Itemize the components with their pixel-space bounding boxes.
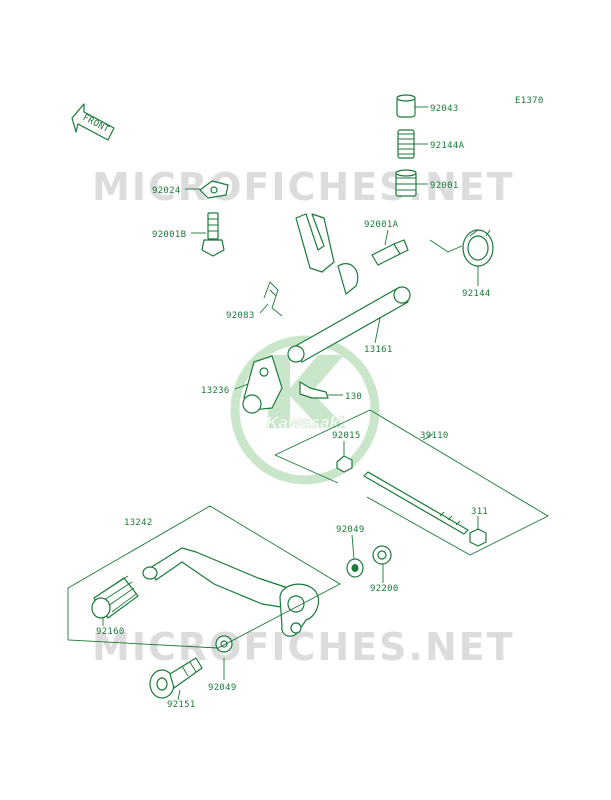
part-label-92043: 92043 [430, 104, 459, 114]
part-92083-clip [263, 281, 283, 317]
part-92200-washer [372, 545, 392, 565]
part-label-92024: 92024 [152, 186, 181, 196]
part-label-311: 311 [471, 507, 488, 517]
part-311-nut [469, 528, 487, 547]
front-arrow-icon: FRONT [71, 103, 115, 141]
part-92049-washer-upper [346, 558, 364, 578]
part-label-13161: 13161 [364, 345, 393, 355]
part-92151-bolt [149, 657, 203, 699]
part-label-92200: 92200 [370, 584, 399, 594]
bracket-lines [67, 409, 549, 649]
part-label-92001B: 92001B [152, 230, 186, 240]
part-label-130: 130 [345, 392, 362, 402]
part-label-92001: 92001 [430, 181, 459, 191]
leader-lines [102, 106, 479, 701]
diagram-code: E1370 [515, 96, 544, 106]
part-92024-washer [199, 180, 229, 199]
part-13161-shaft [287, 213, 411, 363]
part-label-39110: 39110 [420, 431, 449, 441]
part-label-92083: 92083 [226, 311, 255, 321]
watermark-bottom: MICROFICHES.NET [92, 625, 515, 669]
part-13236-lever [242, 355, 283, 414]
part-92144A-spring [397, 129, 415, 159]
part-label-92049-lower: 92049 [208, 683, 237, 693]
part-label-13236: 13236 [201, 386, 230, 396]
part-92015-nut [336, 455, 353, 473]
part-92043-cap [396, 94, 416, 118]
part-label-92144: 92144 [462, 289, 491, 299]
part-92160-rubber [91, 575, 139, 619]
part-92001B-bolt [201, 212, 225, 257]
part-label-92049-upper: 92049 [336, 525, 365, 535]
part-92001A-stud [371, 239, 409, 266]
part-label-92144A: 92144A [430, 141, 465, 151]
kawasaki-logo-text: Kawasaki [266, 413, 345, 432]
part-label-13242: 13242 [124, 518, 153, 528]
part-label-92001A: 92001A [364, 220, 399, 230]
watermark-top: MICROFICHES.NET [92, 165, 515, 209]
part-39110-rod [363, 471, 469, 535]
part-label-92151: 92151 [167, 700, 196, 710]
part-92144-spring [429, 229, 494, 267]
part-label-92015: 92015 [332, 431, 361, 441]
part-92049-washer-lower [215, 635, 233, 653]
part-13242-pedal [142, 547, 320, 637]
part-92001-plug [395, 169, 417, 197]
part-label-92160: 92160 [96, 627, 125, 637]
part-130-bolt [299, 381, 329, 399]
